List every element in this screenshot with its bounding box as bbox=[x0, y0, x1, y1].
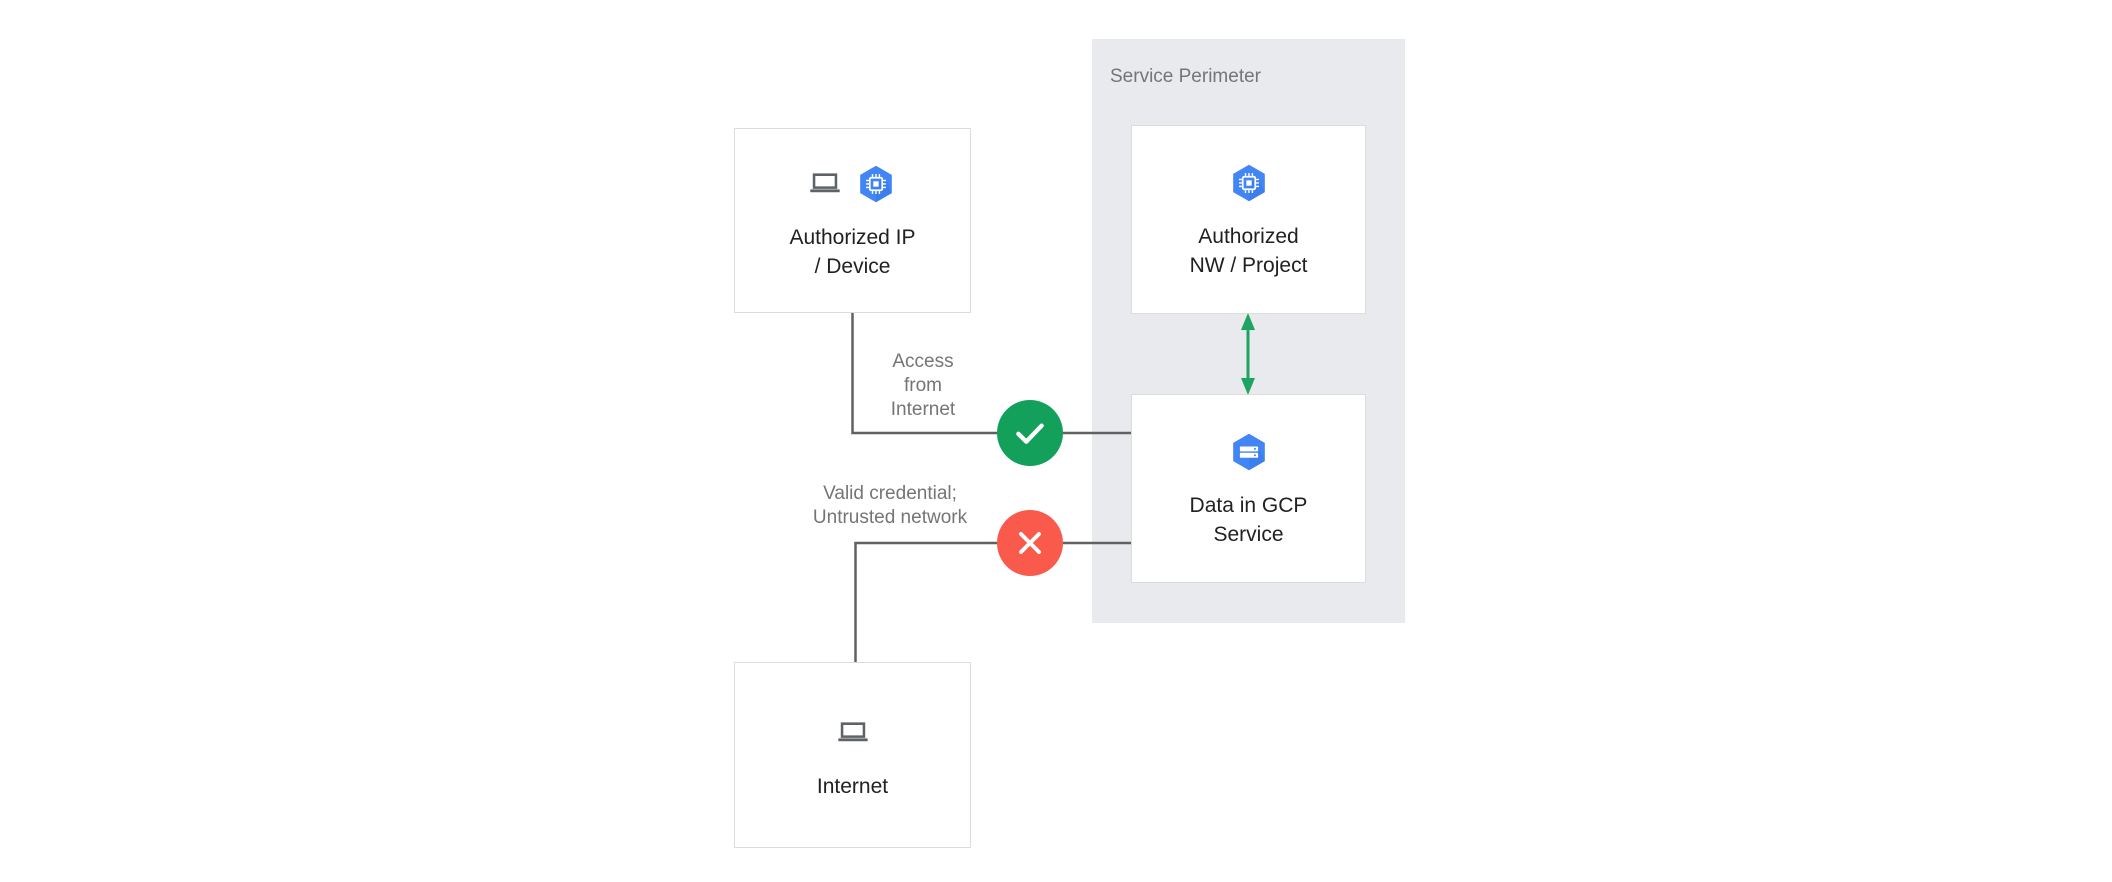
laptop-icon bbox=[837, 721, 868, 741]
node-label: Data in GCP Service bbox=[1189, 493, 1308, 546]
service-perimeter-label: Service Perimeter bbox=[1110, 66, 1261, 87]
node-label: Authorized NW / Project bbox=[1189, 224, 1308, 277]
node-authorized-nw-project[interactable]: Authorized NW / Project bbox=[1131, 125, 1366, 314]
node-label: Internet bbox=[816, 774, 889, 798]
check-icon bbox=[1016, 423, 1044, 444]
node-authorized-ip-device[interactable]: Authorized IP / Device bbox=[734, 128, 971, 313]
node-icon-group bbox=[1226, 429, 1272, 475]
close-icon bbox=[1019, 532, 1041, 554]
node-icon-group bbox=[807, 161, 899, 207]
node-label: Authorized IP / Device bbox=[789, 225, 916, 278]
node-icon-group bbox=[1226, 160, 1272, 206]
edge-label-valid-credential: Valid credential; Untrusted network bbox=[812, 483, 968, 528]
wire-internet-to-data bbox=[854, 541, 1131, 662]
edge-label-access-from-internet: Access from Internet bbox=[890, 351, 956, 420]
laptop-icon bbox=[809, 172, 840, 192]
node-data-in-gcp-service[interactable]: Data in GCP Service bbox=[1131, 394, 1366, 583]
status-badge-deny[interactable] bbox=[997, 510, 1063, 576]
node-icon-group bbox=[835, 710, 871, 756]
status-badge-allow[interactable] bbox=[997, 400, 1063, 466]
node-internet[interactable]: Internet bbox=[734, 662, 971, 848]
compute-engine-icon bbox=[859, 165, 892, 202]
compute-engine-icon bbox=[1232, 164, 1265, 201]
cloud-storage-icon bbox=[1232, 433, 1265, 470]
